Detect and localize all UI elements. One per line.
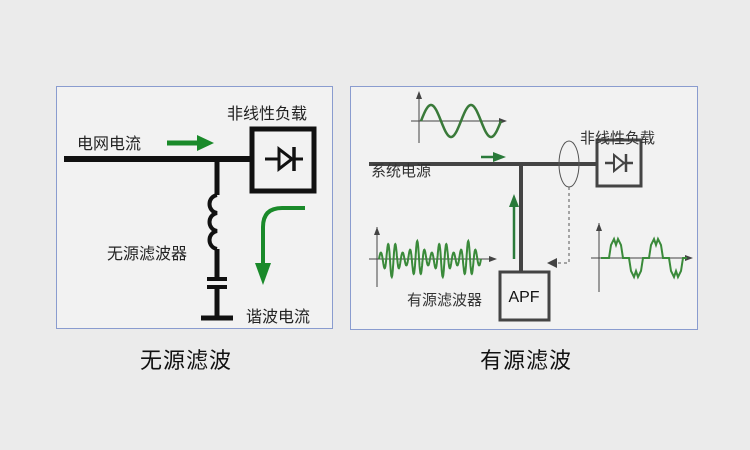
grid-current-arrow <box>167 135 214 151</box>
nonlinear-load-label: 非线性负载 <box>580 129 655 147</box>
sensor-signal-line <box>549 187 570 264</box>
compensation-current-arrow <box>509 194 519 259</box>
passive-filter-panel: 电网电流 非线性负载 无源滤波器 谐波电流 <box>56 86 333 329</box>
passive-filter-label: 无源滤波器 <box>107 244 187 263</box>
active-filter-label: 有源滤波器 <box>407 291 482 309</box>
active-filter-diagram: APF 系统电源 非线性负载 有源滤波器 <box>369 91 693 322</box>
harmonic-wave <box>378 238 482 280</box>
passive-filter-diagram: 电网电流 非线性负载 无源滤波器 谐波电流 <box>64 104 317 326</box>
grid-current-label: 电网电流 <box>77 134 141 153</box>
nonlinear-load-label: 非线性负载 <box>227 104 307 123</box>
nonlinear-load-box <box>249 126 317 194</box>
system-source-label: 系统电源 <box>371 162 431 180</box>
source-current-arrow <box>481 152 506 162</box>
active-filter-caption: 有源滤波 <box>480 349 573 374</box>
capacitor-icon <box>207 277 227 289</box>
passive-filter-caption: 无源滤波 <box>140 349 233 374</box>
source-waveform-plot <box>411 91 507 143</box>
apf-box <box>498 270 551 322</box>
load-current-wave <box>601 236 687 280</box>
inductor-icon <box>207 193 218 251</box>
diode-icon <box>265 145 303 173</box>
harmonic-current-arrow <box>255 206 305 285</box>
nonlinear-load-box <box>595 138 643 188</box>
active-filter-panel: APF 系统电源 非线性负载 有源滤波器 <box>350 86 698 330</box>
apf-label: APF <box>508 289 539 306</box>
diode-icon <box>605 152 633 174</box>
compensation-waveform-plot <box>369 227 497 287</box>
load-waveform-plot <box>591 223 693 292</box>
sine-wave <box>419 103 503 139</box>
harmonic-current-label: 谐波电流 <box>246 307 310 326</box>
